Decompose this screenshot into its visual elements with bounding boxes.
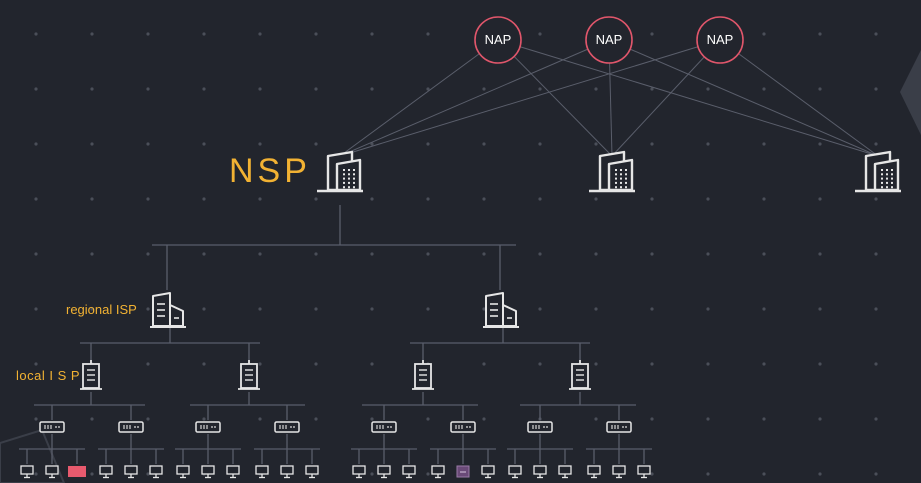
switch-icon <box>195 421 221 433</box>
nap-nsp-link <box>719 39 879 157</box>
switch-icon <box>39 421 65 433</box>
computer-icon <box>587 465 601 479</box>
nap-nsp-link <box>497 39 613 157</box>
computer-icon <box>280 465 294 479</box>
regional-isp-label: regional ISP <box>66 302 137 317</box>
computer-icon <box>612 465 626 479</box>
local-isp-building-icon <box>569 360 591 390</box>
regional-isp-building-icon <box>150 292 186 328</box>
nap-nsp-link <box>611 39 721 157</box>
switch-icon <box>371 421 397 433</box>
nap-label-2: NAP <box>595 32 623 47</box>
computer-icon-highlighted <box>456 465 470 478</box>
computer-icon <box>226 465 240 479</box>
computer-icon <box>305 465 319 479</box>
computer-icon <box>255 465 269 479</box>
nsp-label: NSP <box>229 152 311 190</box>
computer-icon <box>508 465 522 479</box>
nap-node <box>474 16 522 64</box>
nsp-building-icon <box>855 150 901 193</box>
computer-icon <box>45 465 59 479</box>
local-isp-building-icon <box>238 360 260 390</box>
computer-icon <box>377 465 391 479</box>
switch-icon <box>274 421 300 433</box>
nsp-building-icon <box>317 150 363 193</box>
nap-node <box>696 16 744 64</box>
switch-icon <box>118 421 144 433</box>
nap-label-3: NAP <box>706 32 734 47</box>
decor-shape-right <box>900 50 921 135</box>
computer-icon <box>352 465 366 479</box>
computer-icon <box>533 465 547 479</box>
computer-icon <box>558 465 572 479</box>
computer-icon <box>402 465 416 479</box>
nap-node <box>585 16 633 64</box>
decor-shape-left <box>0 428 66 483</box>
nap-label-1: NAP <box>484 32 512 47</box>
computer-icon <box>431 465 445 479</box>
computer-icon <box>20 465 34 479</box>
nap-nsp-link <box>497 39 879 157</box>
local-isp-building-icon <box>412 360 434 390</box>
regional-isp-building-icon <box>483 292 519 328</box>
switch-icon <box>527 421 553 433</box>
local-isp-label: local I S P <box>16 368 81 383</box>
local-isp-building-icon <box>80 360 102 390</box>
computer-icon <box>99 465 113 479</box>
computer-icon <box>176 465 190 479</box>
nap-nsp-link <box>608 39 879 157</box>
computer-icon <box>124 465 138 479</box>
nap-nsp-link <box>339 39 721 157</box>
switch-icon <box>450 421 476 433</box>
computer-icon-highlighted <box>68 466 86 477</box>
computer-icon <box>149 465 163 479</box>
nsp-building-icon <box>589 150 635 193</box>
nap-nsp-link <box>339 39 610 157</box>
computer-icon <box>637 465 651 479</box>
computer-icon <box>201 465 215 479</box>
switch-icon <box>606 421 632 433</box>
nap-nsp-link <box>339 39 499 157</box>
computer-icon <box>481 465 495 479</box>
